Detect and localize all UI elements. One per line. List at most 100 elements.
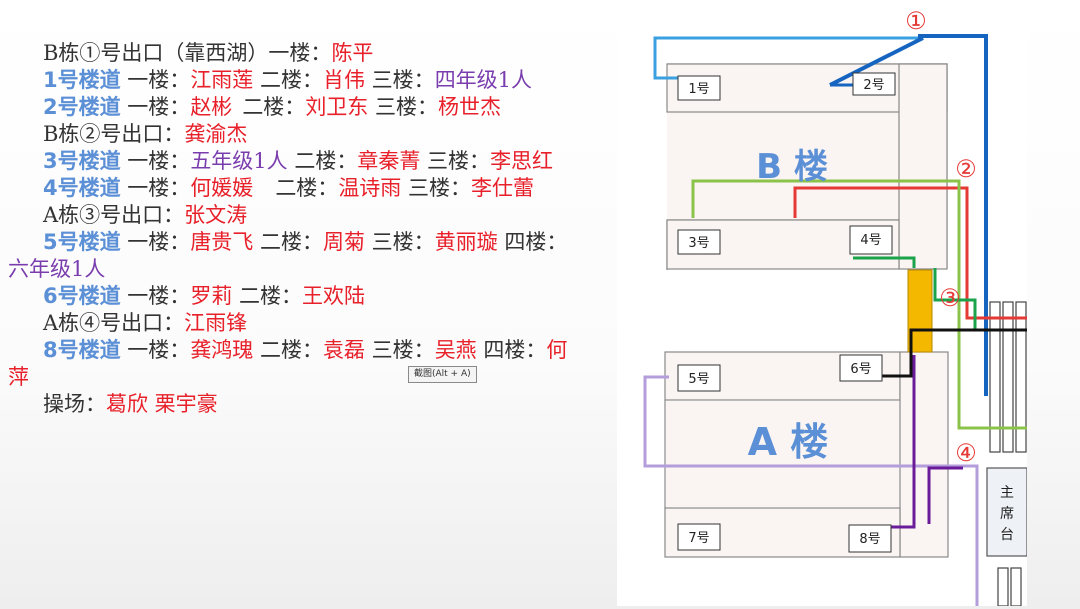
stair-1-heading: 1号楼道	[43, 68, 121, 92]
floor-label: 一楼：	[120, 284, 191, 308]
stair-5-heading: 5号楼道	[43, 230, 121, 254]
stair-5-continued: 六年级1人	[8, 256, 105, 283]
exit-1-label: B栋①号出口（靠西湖）一楼：	[43, 41, 332, 65]
stair-box-5: 5号	[677, 364, 721, 392]
floor-label: 二楼：	[232, 284, 302, 308]
stair-label-3: 3号	[688, 236, 709, 251]
exit-1-line: B栋①号出口（靠西湖）一楼：陈平	[43, 40, 373, 67]
staff-name: 周菊	[323, 230, 365, 254]
staff-name: 江雨莲	[190, 68, 254, 92]
bleachers-upper	[989, 301, 1027, 453]
stair-box-6: 6号	[839, 354, 883, 382]
staff-name: 何	[546, 338, 568, 362]
exit-4-label: A栋④号出口：	[43, 311, 185, 335]
floor-label: 一楼：	[120, 230, 191, 254]
floor-label: 四楼：	[476, 338, 547, 362]
route-stair5	[643, 375, 979, 606]
stair-6-line: 6号楼道 一楼：罗莉 二楼：王欢陆	[43, 283, 365, 310]
duty-assignment-list: B栋①号出口（靠西湖）一楼：陈平 1号楼道 一楼：江雨莲 二楼：肖伟 三楼：四年…	[8, 40, 568, 418]
staff-name: 罗莉	[190, 284, 233, 308]
staff-name: 温诗雨	[338, 176, 402, 200]
staff-name: 杨世杰	[438, 95, 501, 119]
stair-box-7: 7号	[677, 523, 721, 551]
stair-label-8: 8号	[859, 532, 880, 547]
stair-label-4: 4号	[860, 233, 881, 248]
route-stair6	[865, 328, 1027, 378]
staff-name: 章秦菁	[357, 149, 421, 173]
stair-8-heading: 8号楼道	[43, 338, 121, 362]
route-exit4	[927, 466, 963, 524]
rostrum	[986, 467, 1027, 557]
staff-name: 黄丽璇	[434, 230, 498, 254]
floor-label: 三楼：	[365, 338, 435, 362]
exit-3-staff: 张文涛	[184, 203, 248, 227]
staff-name: 李思红	[490, 149, 554, 173]
exit-marker-2: ②	[955, 155, 977, 183]
playground-label: 操场：	[43, 392, 106, 416]
staff-name: 吴燕	[434, 338, 477, 362]
exit-2-staff: 龚渝杰	[184, 122, 248, 146]
staff-name: 王欢陆	[302, 284, 365, 308]
stair-3-line: 3号楼道 一楼：五年级1人 二楼：章秦菁 三楼：李思红	[43, 148, 553, 175]
floor-label: 二楼：	[253, 68, 323, 92]
exit-marker-3: ③	[939, 284, 961, 312]
stair-6-heading: 6号楼道	[43, 284, 121, 308]
floor-label: 二楼：	[275, 176, 339, 200]
route-stair1	[653, 36, 920, 80]
stair-3-heading: 3号楼道	[43, 149, 121, 173]
stair-2-line: 2号楼道 一楼：赵彬二楼：刘卫东 三楼：杨世杰	[43, 94, 501, 121]
stair-box-8: 8号	[848, 524, 892, 553]
exit-4-line: A栋④号出口：江雨锋	[43, 310, 247, 337]
floor-label: 三楼：	[401, 176, 471, 200]
stair-label-6: 6号	[850, 362, 871, 377]
rostrum-label-2: 席	[1000, 506, 1014, 522]
exit-2-label: B栋②号出口：	[43, 122, 185, 146]
rostrum-label-1: 主	[1000, 485, 1014, 501]
floor-label: 一楼：	[120, 338, 191, 362]
exit-marker-4: ④	[955, 439, 977, 467]
floor-label: 三楼：	[365, 230, 435, 254]
floor-label: 二楼：	[253, 338, 323, 362]
floor-label: 一楼：	[120, 95, 191, 119]
floor-label: 一楼：	[120, 68, 191, 92]
route-stair3	[691, 179, 1027, 430]
staff-name: 萍	[8, 365, 29, 389]
grade-assignment: 四年级1人	[434, 68, 533, 92]
stair-label-1: 1号	[688, 82, 709, 97]
floor-label: 一楼：	[120, 176, 191, 200]
bleachers-lower	[997, 567, 1022, 606]
floor-label: 二楼：	[287, 149, 358, 173]
rostrum-label-3: 台	[1000, 527, 1014, 543]
evacuation-map: 1号 2号 3号 4号 5号 6号 7号 8号 B 楼 A 楼 ① ② ③ ④ …	[617, 0, 1027, 606]
floor-label: 三楼：	[365, 68, 435, 92]
staff-name: 龚鸿瑰	[190, 338, 254, 362]
building-a-label: A 楼	[748, 420, 829, 464]
grade-assignment: 五年级1人	[190, 149, 288, 173]
stair-box-1: 1号	[677, 75, 721, 101]
floor-label: 三楼：	[368, 95, 438, 119]
building-b-label: B 楼	[756, 147, 828, 187]
route-stair2	[829, 34, 988, 396]
floor-label: 二楼：	[253, 230, 323, 254]
staff-name: 何媛媛	[190, 176, 254, 200]
stair-label-5: 5号	[688, 372, 709, 387]
staff-name: 袁磊	[323, 338, 365, 362]
exit-4-staff: 江雨锋	[184, 311, 248, 335]
floor-label: 一楼：	[120, 149, 191, 173]
floor-label: 四楼：	[497, 230, 568, 254]
stair-label-7: 7号	[688, 531, 709, 546]
screenshot-tooltip: 截图(Alt + A)	[408, 366, 477, 383]
staff-name: 赵彬	[190, 95, 233, 119]
exit-3-label: A栋③号出口：	[43, 203, 185, 227]
grade-assignment: 六年级1人	[8, 257, 106, 281]
exit-1-staff: 陈平	[331, 41, 374, 65]
staff-name: 李仕蕾	[471, 176, 534, 200]
exit-marker-1: ①	[905, 7, 927, 35]
stair-2-heading: 2号楼道	[43, 95, 121, 119]
exit-2-line: B栋②号出口：龚渝杰	[43, 121, 247, 148]
stair-4-line: 4号楼道 一楼：何媛媛二楼：温诗雨 三楼：李仕蕾	[43, 175, 534, 202]
stair-5-line: 5号楼道 一楼：唐贵飞 二楼：周菊 三楼：黄丽璇 四楼：	[43, 229, 567, 256]
playground-line: 操场：葛欣 栗宇豪	[43, 391, 218, 418]
floor-label: 二楼：	[242, 95, 306, 119]
